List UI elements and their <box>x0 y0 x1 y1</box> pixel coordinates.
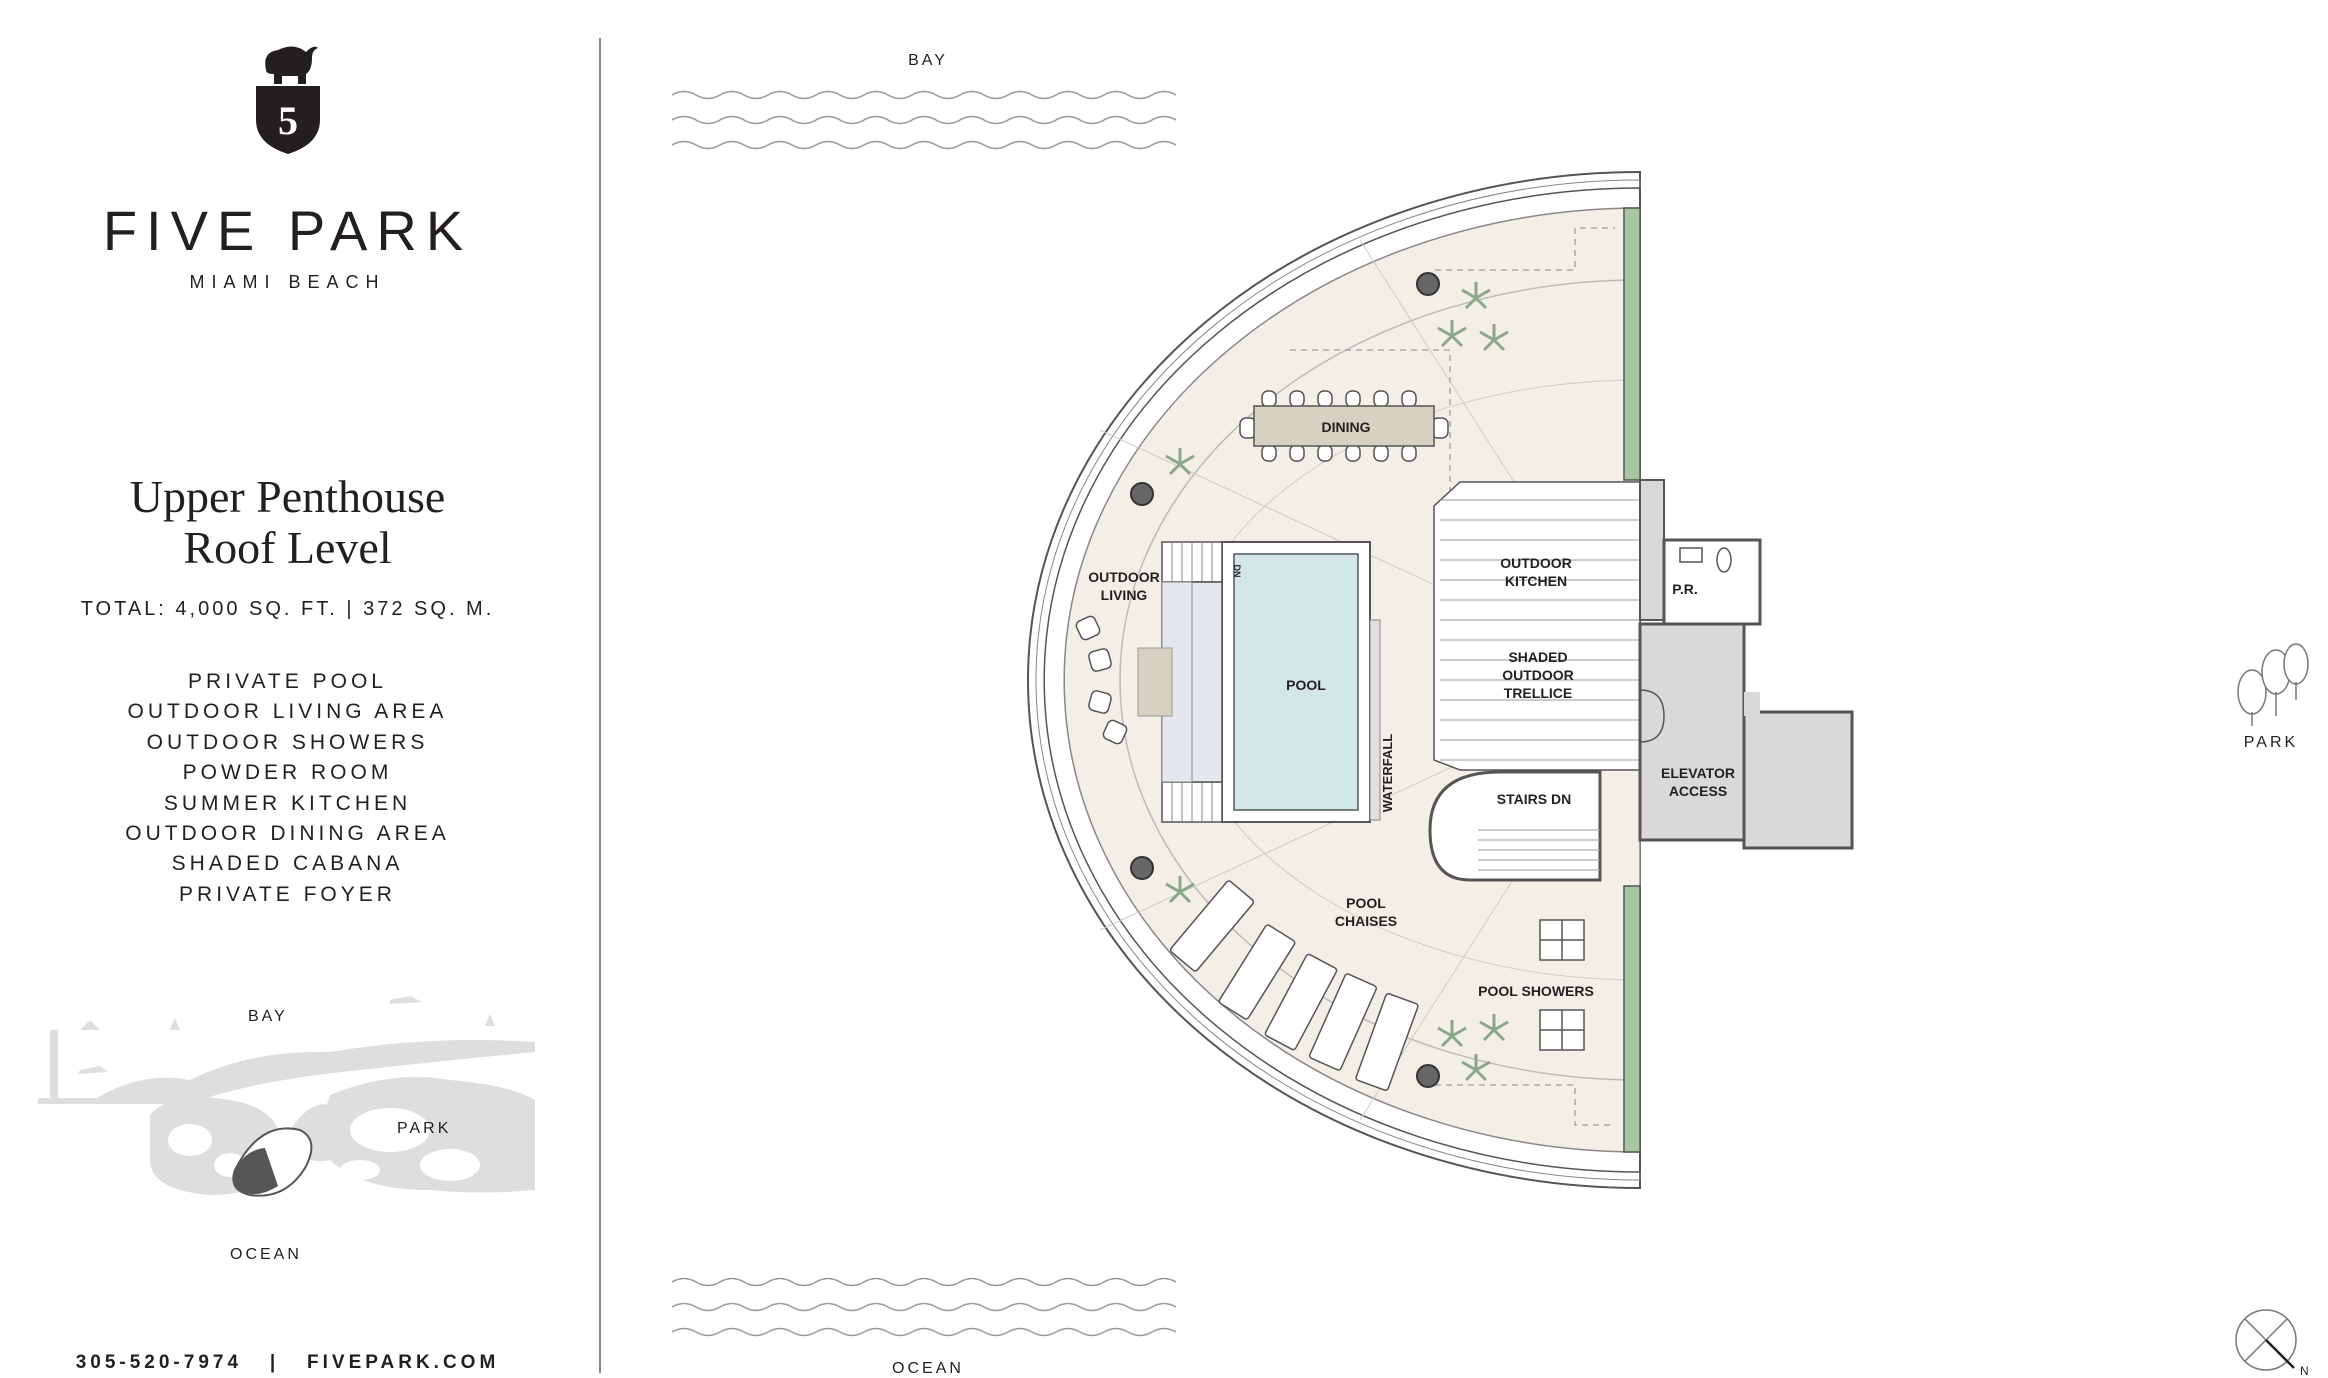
feature-item: PRIVATE POOL <box>188 670 387 693</box>
powder-room-label: P.R. <box>1672 581 1698 597</box>
lawn-strip-bottom <box>1623 885 1641 1153</box>
feature-item: SUMMER KITCHEN <box>163 791 412 815</box>
site-map-park-label: PARK <box>397 1120 452 1137</box>
stairs-down-label: DN <box>1232 564 1242 578</box>
feature-list: PRIVATE POOL OUTDOOR LIVING AREA OUTDOOR… <box>40 667 535 910</box>
feature-item: POWDER ROOM <box>182 761 393 785</box>
trellis <box>1433 481 1641 771</box>
lawn-strip-top <box>1623 207 1641 481</box>
shaded-trellice-label: SHADED OUTDOOR TRELLICE <box>1502 649 1574 701</box>
site-map <box>30 990 540 1220</box>
compass-north-label: N <box>2300 1364 2309 1378</box>
compass-icon <box>2235 1309 2297 1371</box>
svg-text:5: 5 <box>278 98 298 143</box>
dining-table <box>1239 390 1449 462</box>
dining-label: DINING <box>1321 419 1371 435</box>
columns <box>1130 272 1440 1088</box>
site-map-bay-label: BAY <box>248 1008 288 1025</box>
contact-footer: 305-520-7974 | FIVEPARK.COM <box>75 1352 500 1373</box>
panel-divider <box>599 38 601 1373</box>
feature-item: PRIVATE FOYER <box>179 882 396 906</box>
palm-plants <box>1165 282 1509 1082</box>
feature-item: OUTDOOR SHOWERS <box>146 730 429 754</box>
park-trees-icon <box>2237 643 2309 726</box>
pool-label: POOL <box>1286 677 1326 693</box>
elephant-shield-icon: 5 <box>256 46 320 154</box>
ocean-water <box>671 1277 1177 1337</box>
outdoor-kitchen-label: OUTDOOR KITCHEN <box>1500 555 1572 589</box>
logo: 5 <box>248 40 328 155</box>
core <box>1638 479 1854 850</box>
pool-chaises-label: POOL CHAISES <box>1334 895 1398 929</box>
bay-water <box>671 90 1177 150</box>
stairs-label: STAIRS DN <box>1496 791 1572 807</box>
page-title-line1: Upper Penthouse <box>129 471 446 522</box>
feature-item: OUTDOOR DINING AREA <box>125 821 450 845</box>
pool-showers-label: POOL SHOWERS <box>1478 983 1594 999</box>
lounge-chairs <box>1075 615 1128 745</box>
elevator-label: ELEVATOR ACCESS <box>1661 765 1735 799</box>
waterfall-label: WATERFALL <box>1380 733 1395 813</box>
park-label: PARK <box>2243 734 2299 751</box>
pool-chaises <box>1169 880 1419 1091</box>
outdoor-living-label: OUTDOOR LIVING <box>1088 569 1160 603</box>
ocean-label: OCEAN <box>892 1360 964 1377</box>
brand-name: FIVE PARK <box>102 199 473 262</box>
fire-table <box>1137 647 1173 717</box>
page-title-line2: Roof Level <box>183 522 392 573</box>
stairs <box>1428 770 1602 882</box>
pool <box>1161 541 1381 823</box>
pool-showers <box>1539 919 1585 1051</box>
bay-label: BAY <box>908 52 948 69</box>
site-map-ocean-label: OCEAN <box>230 1246 302 1263</box>
feature-item: SHADED CABANA <box>171 852 404 876</box>
brand-subtitle: MIAMI BEACH <box>189 272 386 292</box>
feature-item: OUTDOOR LIVING AREA <box>127 700 448 724</box>
total-area: TOTAL: 4,000 SQ. FT. | 372 SQ. M. <box>80 598 495 620</box>
